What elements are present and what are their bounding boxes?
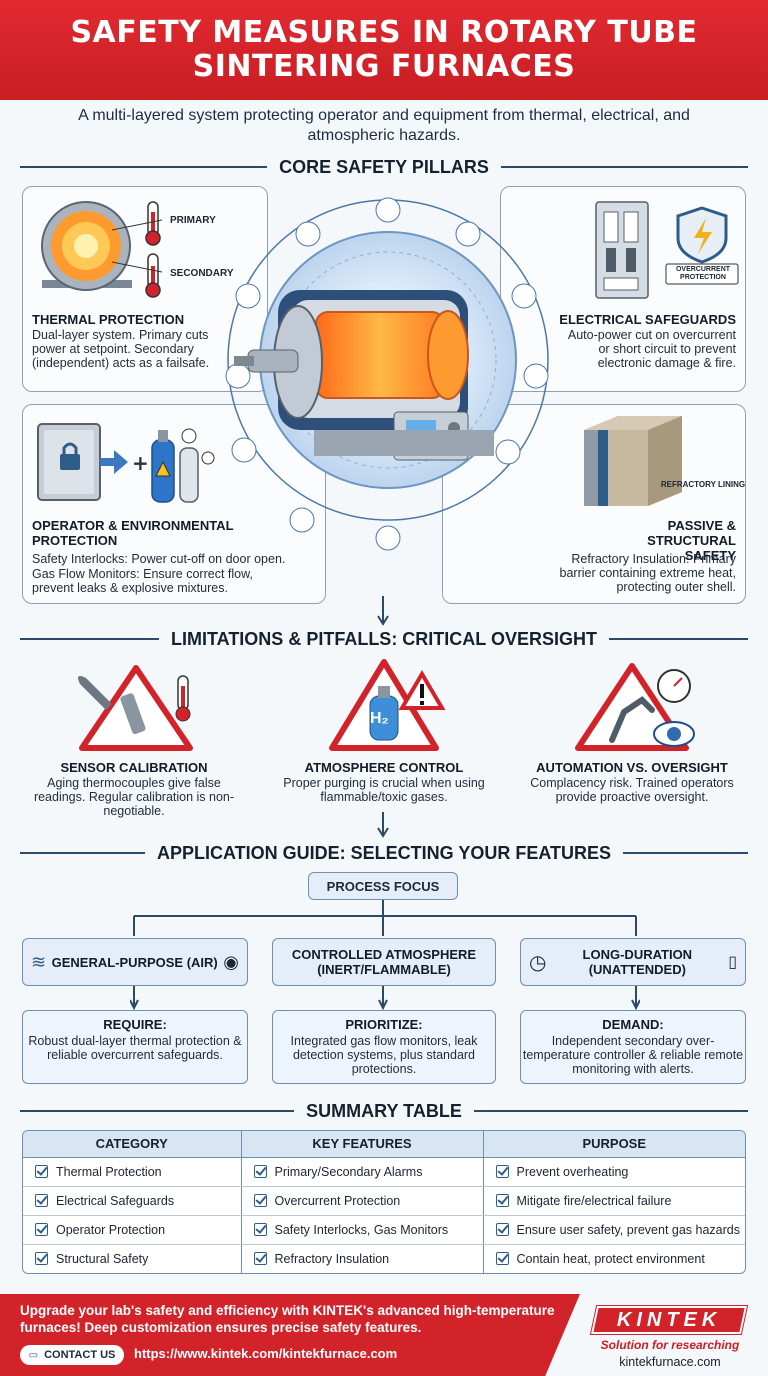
label-secondary: SECONDARY xyxy=(170,268,234,279)
circuit-breaker-icon xyxy=(595,201,649,299)
header-banner: SAFETY MEASURES IN ROTARY TUBE SINTERING… xyxy=(0,0,768,100)
thermal-text: Dual-layer system. Primary cuts power at… xyxy=(32,328,210,370)
chat-icon: ▭ xyxy=(28,1349,39,1361)
guide-head-general: ≋ GENERAL-PURPOSE (AIR) ◉ xyxy=(22,938,248,986)
section-heading-limitations: LIMITATIONS & PITFALLS: CRITICAL OVERSIG… xyxy=(20,626,748,652)
checkbox-icon xyxy=(35,1193,48,1207)
checkbox-icon xyxy=(495,1222,509,1236)
guide-head-long: ◷ LONG-DURATION (UNATTENDED) ▯ xyxy=(520,938,746,986)
guide-body-general: REQUIRE: Robust dual-layer thermal prote… xyxy=(22,1010,248,1084)
thermometer-icon xyxy=(145,253,161,298)
label-primary: PRIMARY xyxy=(170,215,216,226)
arrow-down-icon xyxy=(377,812,389,838)
electrical-illustration xyxy=(595,201,739,299)
summary-table: CATEGORY KEY FEATURES PURPOSE Thermal Pr… xyxy=(22,1130,746,1274)
checkbox-icon xyxy=(253,1251,267,1265)
clock-icon: ◷ xyxy=(529,951,547,974)
table-header: KEY FEATURES xyxy=(241,1131,484,1158)
section-heading-pillars: CORE SAFETY PILLARS xyxy=(20,154,749,180)
refractory-illustration xyxy=(584,416,682,506)
table-row: Electrical Safeguards Overcurrent Protec… xyxy=(23,1186,745,1216)
thermal-illustration xyxy=(41,201,163,298)
table-row: Thermal Protection Primary/Secondary Ala… xyxy=(23,1157,745,1187)
operator-line2: Gas Flow Monitors: Ensure correct flow, … xyxy=(32,567,253,595)
table-header: PURPOSE xyxy=(483,1131,745,1158)
section-heading-guide: APPLICATION GUIDE: SELECTING YOUR FEATUR… xyxy=(20,840,748,866)
process-focus-box: PROCESS FOCUS xyxy=(308,872,458,900)
section-heading-summary: SUMMARY TABLE xyxy=(20,1098,749,1124)
checkbox-icon xyxy=(495,1251,509,1265)
checkbox-icon xyxy=(253,1164,267,1178)
gas-mask-icon: ◉ xyxy=(223,951,239,972)
limitation-text-1: Aging thermocouples give false readings.… xyxy=(33,776,235,818)
operator-title: OPERATOR & ENVIRONMENTAL PROTECTION xyxy=(32,518,234,548)
door-lock-icon xyxy=(37,423,101,501)
kintek-logo: KINTEK xyxy=(589,1305,749,1335)
table-header: CATEGORY xyxy=(23,1131,242,1158)
limitation-text-2: Proper purging is crucial when using fla… xyxy=(283,776,485,804)
electrical-text: Auto-power cut on overcurrent or short c… xyxy=(567,328,736,370)
checkbox-icon xyxy=(495,1193,509,1207)
page-subtitle: A multi-layered system protecting operat… xyxy=(78,107,690,144)
operator-line1: Safety Interlocks: Power cut-off on door… xyxy=(32,552,286,566)
atmosphere-warning-icon xyxy=(329,659,446,751)
page-title: SAFETY MEASURES IN ROTARY TUBE SINTERING… xyxy=(70,15,698,84)
hydrogen-label: H₂ xyxy=(370,710,389,727)
arrow-down-icon xyxy=(377,596,389,626)
sensor-warning-icon xyxy=(78,665,193,751)
gas-cylinder-icon xyxy=(151,428,215,503)
footer-url-link[interactable]: https://www.kintek.com/kintekfurnace.com xyxy=(134,1346,398,1361)
furnace-diagram xyxy=(225,197,549,551)
remote-device-icon: ▯ xyxy=(728,954,737,971)
logo-tagline: Solution for researching xyxy=(600,1338,740,1352)
checkbox-icon xyxy=(35,1222,48,1236)
refractory-label: REFRACTORY LINING xyxy=(660,480,746,489)
passive-text: Refractory Insulation: Primary barrier c… xyxy=(559,552,736,594)
guide-body-atmosphere: PRIORITIZE: Integrated gas flow monitors… xyxy=(272,1010,496,1084)
air-flow-icon: ≋ xyxy=(31,951,47,972)
automation-warning-icon xyxy=(575,663,695,751)
checkbox-icon xyxy=(253,1222,267,1236)
passive-title: PASSIVE & STRUCTURAL SAFETY xyxy=(647,518,736,563)
limitation-title-2: ATMOSPHERE CONTROL xyxy=(304,760,464,775)
checkbox-icon xyxy=(253,1193,267,1207)
checkbox-icon xyxy=(35,1164,48,1178)
guide-head-atmosphere: CONTROLLED ATMOSPHERE (INERT/FLAMMABLE) xyxy=(272,938,496,986)
overcurrent-badge: OVERCURRENT PROTECTION xyxy=(675,266,731,281)
table-row: Operator Protection Safety Interlocks, G… xyxy=(23,1215,745,1245)
footer-text: Upgrade your lab's safety and efficiency… xyxy=(20,1303,555,1335)
contact-us-button[interactable]: ▭ CONTACT US xyxy=(20,1345,124,1365)
ring-icons xyxy=(225,197,549,551)
operator-illustration: + xyxy=(37,423,215,503)
guide-connector xyxy=(133,900,637,936)
thermometer-icon xyxy=(145,201,161,246)
electrical-title: ELECTRICAL SAFEGUARDS xyxy=(559,312,736,327)
guide-arrows xyxy=(130,986,640,1010)
limitation-title-1: SENSOR CALIBRATION xyxy=(60,760,208,775)
checkbox-icon xyxy=(495,1164,509,1178)
limitation-text-3: Complacency risk. Trained operators prov… xyxy=(530,776,734,804)
svg-text:+: + xyxy=(132,451,149,475)
shield-lightning-icon xyxy=(676,206,728,264)
thermal-title: THERMAL PROTECTION xyxy=(32,312,185,327)
checkbox-icon xyxy=(35,1251,48,1265)
table-row: Structural Safety Refractory Insulation … xyxy=(23,1244,745,1273)
guide-body-long: DEMAND: Independent secondary over-tempe… xyxy=(520,1010,746,1084)
footer-site-link[interactable]: kintekfurnace.com xyxy=(619,1355,721,1369)
limitation-title-3: AUTOMATION vs. OVERSIGHT xyxy=(536,760,728,775)
furnace-icon xyxy=(234,290,494,461)
